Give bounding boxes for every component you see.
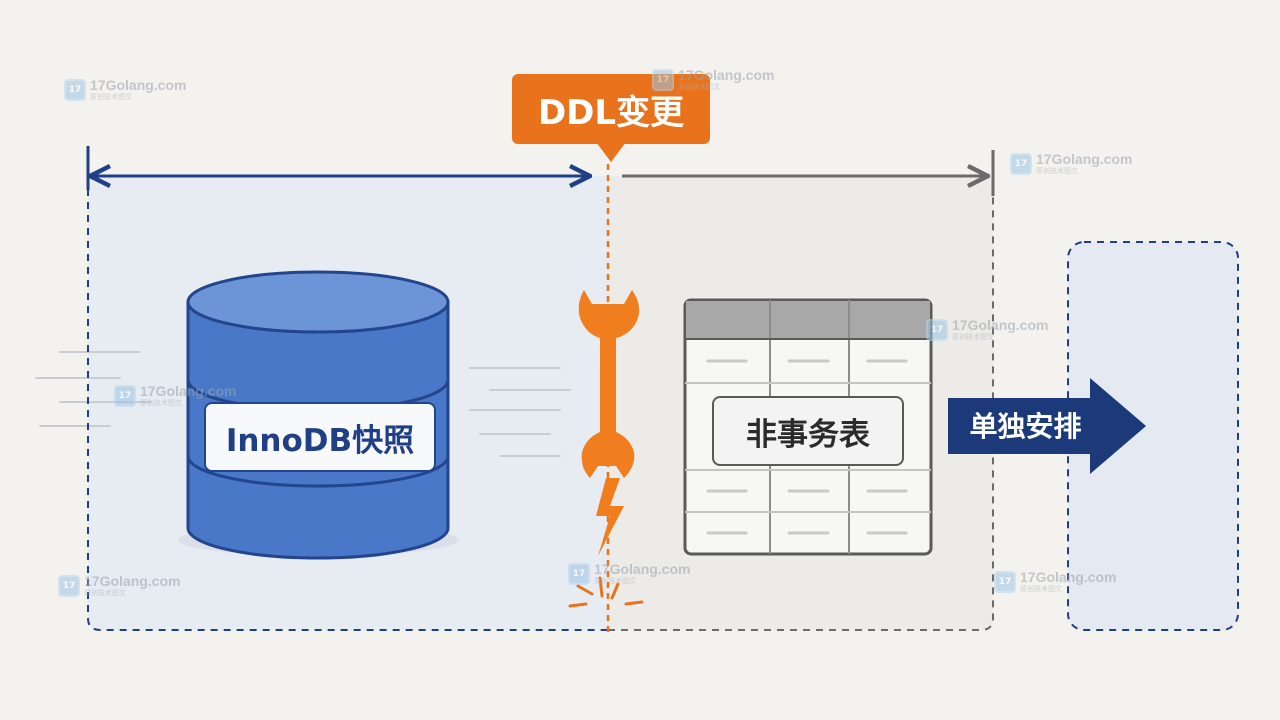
non-transactional-table-label: 非事务表: [712, 396, 904, 466]
watermark-name: 17Golang.com: [594, 561, 691, 577]
wrench-icon: [578, 290, 640, 478]
ddl-tag-pointer: [596, 142, 626, 162]
watermark-sub: 原创技术图文: [678, 83, 720, 91]
watermark-name: 17Golang.com: [1036, 151, 1133, 167]
lightning-icon: [568, 478, 644, 608]
snapshot-scope-frame: [87, 176, 608, 631]
watermark-sub: 原创技术图文: [952, 333, 994, 341]
watermark-logo-icon: 17: [64, 78, 86, 101]
watermark-sub: 原创技术图文: [1020, 585, 1062, 593]
watermark-sub: 原创技术图文: [1036, 167, 1078, 175]
schedule-arrow: [948, 378, 1146, 474]
watermark-name: 17Golang.com: [140, 383, 237, 399]
separate-schedule-label: 单独安排: [969, 410, 1082, 443]
watermark-sub: 原创技术图文: [594, 577, 636, 585]
watermark-sub: 原创技术图文: [84, 589, 126, 597]
watermark-logo-icon: 17: [568, 562, 590, 585]
watermark-logo-icon: 17: [1010, 152, 1032, 175]
nontx-scope-frame: [608, 176, 994, 631]
innodb-snapshot-label: InnoDB快照: [204, 402, 436, 472]
watermark-name: 17Golang.com: [90, 77, 187, 93]
watermark-logo-icon: 17: [994, 570, 1016, 593]
watermark-logo-icon: 17: [114, 384, 136, 407]
watermark-logo-icon: 17: [926, 318, 948, 341]
watermark-name: 17Golang.com: [1020, 569, 1117, 585]
watermark-logo-icon: 17: [652, 68, 674, 91]
watermark-name: 17Golang.com: [678, 67, 775, 83]
watermark-sub: 原创技术图文: [90, 93, 132, 101]
watermark-name: 17Golang.com: [952, 317, 1049, 333]
watermark-logo-icon: 17: [58, 574, 80, 597]
ddl-change-tag: DDL变更: [512, 74, 710, 144]
motion-lines: [35, 351, 571, 457]
watermark-name: 17Golang.com: [84, 573, 181, 589]
watermark-sub: 原创技术图文: [140, 399, 182, 407]
